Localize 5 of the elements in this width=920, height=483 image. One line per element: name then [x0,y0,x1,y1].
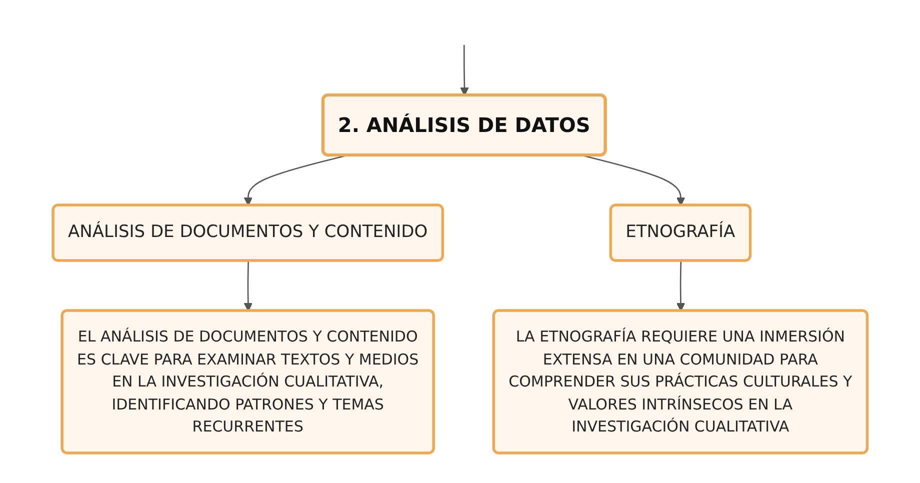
arrow [582,154,686,206]
arrow [244,260,252,311]
arrow [676,260,686,311]
arrow [244,154,347,206]
arrow [460,44,469,96]
